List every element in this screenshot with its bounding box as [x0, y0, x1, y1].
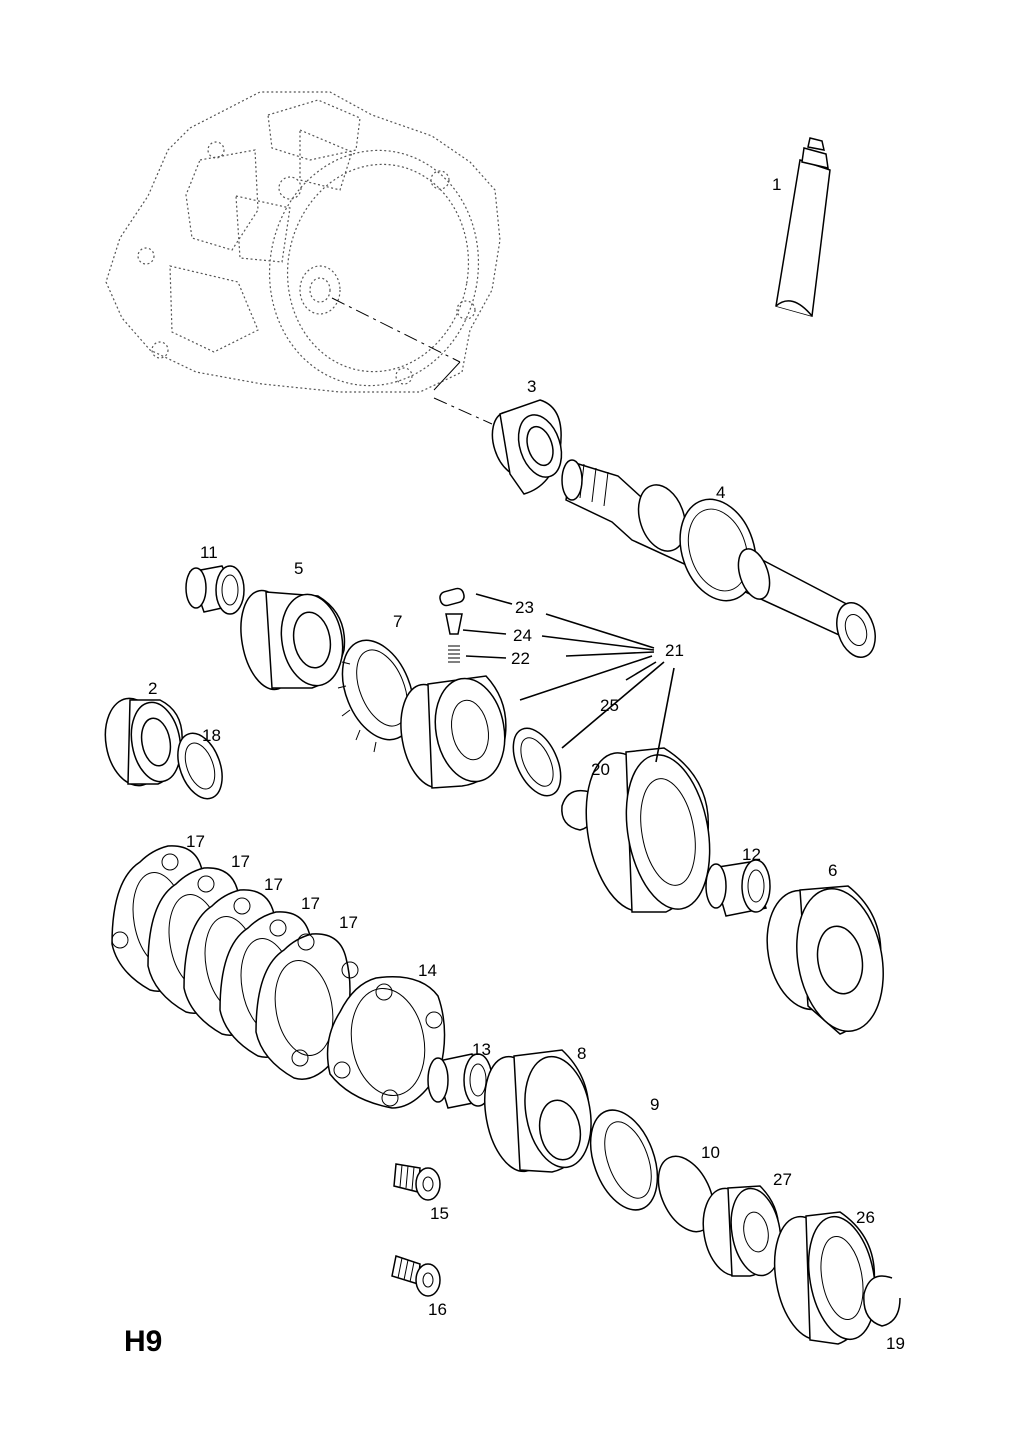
gear-part-5 [240, 589, 346, 691]
grease-tube [775, 137, 831, 317]
bolt-part-15 [393, 1163, 441, 1201]
needle-bearing-part-13 [427, 1053, 493, 1109]
leader-lines [462, 593, 675, 763]
callout-16: 16 [428, 1300, 447, 1319]
ball-bearing-part-2 [104, 697, 183, 787]
input-shaft-part-4 [561, 459, 876, 658]
callout-22: 22 [511, 649, 530, 668]
callout-17d: 17 [301, 894, 320, 913]
needle-bearing-part-12 [705, 859, 771, 917]
callout-25: 25 [600, 696, 619, 715]
axis-line [331, 297, 493, 425]
synchro-sleeve-part-21 [585, 747, 711, 913]
callout-15: 15 [430, 1204, 449, 1223]
ring-part-18 [177, 732, 223, 800]
callout-26: 26 [856, 1208, 875, 1227]
callout-20: 20 [591, 760, 610, 779]
callout-6: 6 [828, 861, 837, 880]
callout-3: 3 [527, 377, 536, 396]
callout-17b: 17 [231, 852, 250, 871]
callout-5: 5 [294, 559, 303, 578]
callout-11: 11 [200, 543, 218, 562]
synchro-hub-gear [400, 675, 507, 789]
callout-18: 18 [202, 726, 221, 745]
callout-27: 27 [773, 1170, 792, 1189]
thrust-ring-part-25 [512, 727, 562, 797]
section-code: H9 [124, 1325, 162, 1358]
synchro-ring-part-9 [589, 1109, 659, 1211]
callout-1: 1 [772, 175, 781, 194]
bolt-part-16 [391, 1255, 441, 1297]
gear-part-8 [484, 1049, 592, 1173]
needle-bearing-part-11 [185, 565, 245, 615]
gear-part-27 [702, 1185, 782, 1277]
callout-17c: 17 [264, 875, 283, 894]
callout-12: 12 [742, 845, 761, 864]
callout-17e: 17 [339, 913, 358, 932]
callout-9: 9 [650, 1095, 659, 1114]
circlip-part-19 [863, 1275, 901, 1327]
gear-part-6 [766, 885, 884, 1035]
callout-17a: 17 [186, 832, 205, 851]
plate-part-14 [326, 976, 446, 1109]
small-parts-23-24-22 [439, 587, 465, 663]
callout-2: 2 [148, 679, 157, 698]
synchro-ring-part-7 [337, 639, 415, 753]
synchro-sleeve-part-26 [773, 1211, 877, 1345]
callout-13: 13 [472, 1040, 491, 1059]
callout-21: 21 [665, 641, 684, 660]
callout-23: 23 [515, 598, 534, 617]
callout-7: 7 [393, 612, 402, 631]
callout-24: 24 [513, 626, 532, 645]
callout-19: 19 [886, 1334, 905, 1353]
bearing-part-3 [491, 399, 563, 495]
callout-8: 8 [577, 1044, 586, 1063]
gaskets-part-17 [111, 845, 359, 1080]
callout-labels: 1 3 4 11 5 2 18 7 23 24 22 21 25 20 12 6… [148, 175, 905, 1353]
callout-4: 4 [716, 483, 725, 502]
callout-10: 10 [701, 1143, 720, 1162]
callout-14: 14 [418, 961, 437, 980]
gearbox-housing-outline [105, 91, 501, 393]
